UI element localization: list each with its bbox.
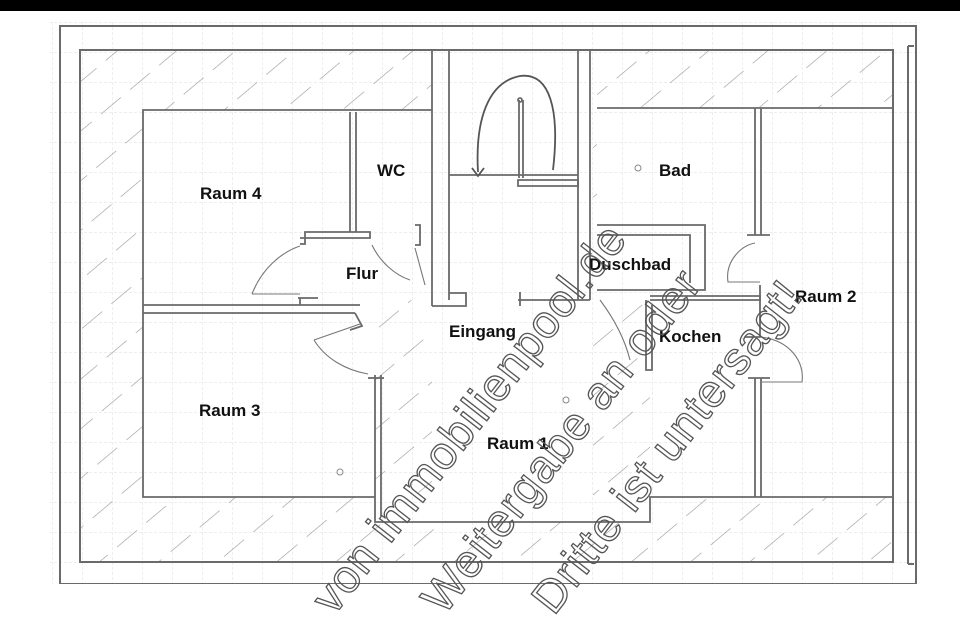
hatched-outer-wall [80,50,893,562]
room-label-wc: WC [377,161,406,180]
room-label-duschbad: Duschbad [589,255,672,274]
room-label-raum-1: Raum 1 [487,434,549,453]
room-label-raum-4: Raum 4 [200,184,262,203]
room-label-flur: Flur [346,264,379,283]
top-black-bar [0,0,960,11]
inner-frame [79,49,894,563]
room-label-raum-2: Raum 2 [795,287,857,306]
room-label-bad: Bad [659,161,692,180]
outer-frame [59,25,917,584]
grid-paper [50,20,920,584]
room-label-kochen: Kochen [659,327,722,346]
floor-plan-drawing [50,20,920,584]
room-label-eingang: Eingang [449,322,517,341]
room-label-raum-3: Raum 3 [199,401,261,420]
